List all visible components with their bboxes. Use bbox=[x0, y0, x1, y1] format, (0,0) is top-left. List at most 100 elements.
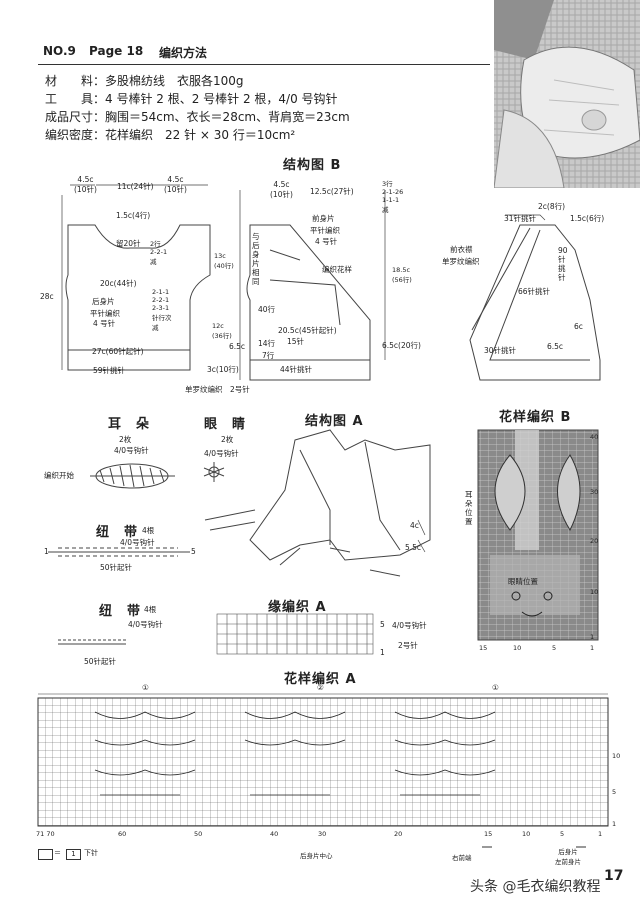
band-g: 6.5c bbox=[547, 342, 564, 351]
back-piece-name: 后身片 bbox=[92, 297, 115, 306]
page-reference: Page 18 bbox=[89, 44, 144, 58]
front-side-note: 与后身片相同 bbox=[252, 232, 260, 286]
front-h1: 13c (40行) bbox=[214, 252, 234, 270]
edge-a-needle: 2号针 bbox=[398, 641, 418, 650]
pattern-b-x15: 15 bbox=[479, 644, 488, 652]
structure-a-5-5c: 5.5c bbox=[405, 543, 422, 552]
pattern-b-x1: 1 bbox=[590, 644, 595, 652]
pattern-b-y20: 20 bbox=[590, 537, 599, 545]
band-h: 30针挑针 bbox=[484, 346, 517, 355]
band-c: 1.5c(6行) bbox=[570, 214, 605, 223]
back-piece-method: 平针编织 bbox=[90, 309, 120, 318]
pattern-a-x10: 10 bbox=[522, 830, 531, 838]
pattern-b-title: 花样编织 B bbox=[499, 410, 572, 425]
materials-block: 材 料：多股棉纺线 衣服各100g 工 具：4 号棒针 2 根、2 号棒针 2 … bbox=[45, 72, 495, 144]
back-neck-width: 11c(24针) bbox=[117, 182, 154, 191]
back-armhole-width: 20c(44针) bbox=[100, 279, 137, 288]
tie-1-chart bbox=[48, 547, 190, 557]
eye-chart bbox=[203, 462, 225, 482]
front-band-method: 单罗纹编织 bbox=[442, 257, 480, 266]
tie-2-chain: 50针起针 bbox=[84, 657, 117, 666]
eye-hook: 4/0号钩针 bbox=[204, 449, 239, 458]
product-photo bbox=[494, 0, 640, 188]
front-rib-method: 单罗纹编织 2号针 bbox=[185, 385, 250, 394]
front-piece-outline bbox=[239, 190, 386, 381]
header: NO.9 Page 18 编织方法 bbox=[43, 44, 483, 62]
edge-a-r5: 5 bbox=[380, 620, 385, 629]
tie-2-count: 4根 bbox=[144, 605, 157, 614]
pattern-b-y30: 30 bbox=[590, 488, 599, 496]
back-rib-label: 59针挑针 bbox=[93, 366, 126, 375]
pattern-a-back-label: 后身片 左前身片 bbox=[555, 848, 581, 866]
pattern-a-x20: 20 bbox=[394, 830, 403, 838]
front-h3: 12c (36行) bbox=[212, 322, 232, 340]
front-pattern-note: 编织花样 bbox=[322, 265, 352, 274]
band-f: 6c bbox=[574, 322, 583, 331]
front-rows-note: 3行 2-1-26 1-1-1 减 bbox=[382, 180, 404, 214]
tie-1-marker-left: 1 bbox=[44, 547, 49, 556]
pattern-b-y10: 10 bbox=[590, 588, 599, 596]
pattern-b-y1: 1 bbox=[590, 633, 595, 641]
ear-title: 耳 朵 bbox=[108, 417, 151, 432]
eye-count: 2枚 bbox=[221, 435, 234, 444]
pattern-a-circle-2: ② bbox=[317, 683, 324, 692]
back-width-left: 4.5c (10针) bbox=[74, 175, 97, 194]
materials-line: 材 料：多股棉纺线 衣服各100g bbox=[45, 74, 244, 88]
size-line: 成品尺寸：胸围＝54cm、衣长＝28cm、背肩宽＝23cm bbox=[45, 110, 350, 124]
structure-diagram-a-title: 结构图 A bbox=[305, 414, 364, 429]
front-h4: 6.5c bbox=[229, 342, 246, 351]
legend-box-empty bbox=[38, 849, 53, 860]
gauge-line: 编织密度：花样编织 22 针 × 30 行＝10cm² bbox=[45, 128, 296, 142]
pattern-b-y40: 40 bbox=[590, 433, 599, 441]
band-a: 2c(8行) bbox=[538, 202, 566, 211]
back-neck-stitches: 留20针 bbox=[116, 239, 141, 248]
pattern-a-x15: 15 bbox=[484, 830, 493, 838]
header-rule bbox=[38, 64, 490, 65]
pattern-a-x50: 50 bbox=[194, 830, 203, 838]
tie-2-chart bbox=[58, 639, 126, 645]
back-neck-rows: 1.5c(4行) bbox=[116, 211, 151, 220]
front-rows-7: 7行 bbox=[262, 351, 275, 360]
edge-a-r1: 1 bbox=[380, 648, 385, 657]
tie-1-count: 4根 bbox=[142, 526, 155, 535]
eye-title: 眼 睛 bbox=[204, 417, 247, 432]
pattern-a-x1: 1 bbox=[598, 830, 603, 838]
legend-equals: ＝ bbox=[54, 849, 61, 857]
pattern-a-title: 花样编织 A bbox=[284, 672, 357, 687]
front-h5: 6.5c(20行) bbox=[382, 341, 421, 350]
front-band-outline bbox=[469, 214, 601, 381]
pattern-a-x5: 5 bbox=[560, 830, 565, 838]
band-e: 66针挑针 bbox=[518, 287, 551, 296]
back-dec-note-2: 2-1-1 2-2-1 2-3-1 针行次 减 bbox=[152, 288, 172, 332]
pattern-a-circle-1: ① bbox=[142, 683, 149, 692]
tie-1-marker-right: 5 bbox=[191, 547, 196, 556]
tools-line: 工 具：4 号棒针 2 根、2 号棒针 2 根，4/0 号钩针 bbox=[45, 92, 338, 106]
ear-start: 编织开始 bbox=[44, 471, 74, 480]
back-bottom-width: 27c(60针起针) bbox=[92, 347, 144, 356]
pattern-a-x30: 30 bbox=[318, 830, 327, 838]
ear-hook: 4/0号钩针 bbox=[114, 446, 149, 455]
ear-chart bbox=[90, 463, 175, 489]
front-stitch-mid: 20.5c(45针起针) bbox=[278, 326, 337, 335]
page-number: 17 bbox=[604, 868, 624, 884]
tie-1-hook: 4/0号钩针 bbox=[120, 538, 155, 547]
tie-2-title: 纽 带 bbox=[99, 604, 142, 619]
front-piece-name: 前身片 bbox=[312, 214, 335, 223]
front-h2: 18.5c (56行) bbox=[392, 266, 412, 284]
structure-a-4c: 4c bbox=[410, 521, 419, 530]
pattern-a-x71: 71 70 bbox=[36, 830, 55, 838]
pattern-number: NO.9 bbox=[43, 44, 76, 58]
pattern-b-eye-pos: 眼睛位置 bbox=[508, 577, 538, 586]
back-width-right: 4.5c (10针) bbox=[164, 175, 187, 194]
band-b: 31针挑针 bbox=[504, 214, 537, 223]
front-band-name: 前衣襟 bbox=[450, 245, 473, 254]
front-piece-method: 平针编织 bbox=[310, 226, 340, 235]
pattern-a-y10: 10 bbox=[612, 752, 621, 760]
photo-sketch bbox=[494, 0, 640, 188]
ear-count: 2枚 bbox=[119, 435, 132, 444]
front-rib-label: 44针挑针 bbox=[280, 365, 313, 374]
pattern-a-right-end: 右前端 bbox=[452, 854, 472, 862]
